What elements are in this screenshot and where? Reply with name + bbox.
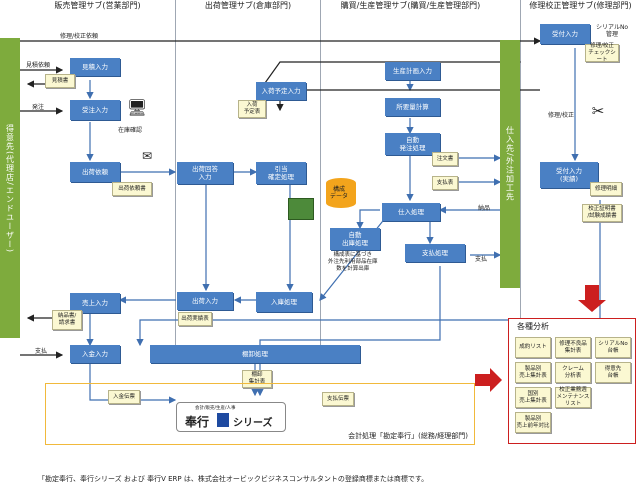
circuit-board-icon (288, 198, 314, 220)
box-purchase-process[interactable]: 仕入処理 (382, 203, 440, 221)
doc-calib-cert: 校正証明書 /試験成績書 (582, 204, 622, 222)
customer-bar-label: 得意先(代理店/エンドユーザー) (5, 123, 15, 253)
accounting-label: 会計処理「勘定奉行」(総務/経理部門) (348, 432, 468, 440)
doc-order-sheet: 注文書 (432, 152, 458, 166)
doc-pay-slip: 支払伝票 (322, 392, 354, 406)
doc-payment-sheet: 支払表 (432, 176, 458, 190)
bugyo-logo-series: シリーズ (233, 418, 273, 429)
box-shipping-request[interactable]: 出荷依頼 (70, 162, 120, 182)
box-ledger-process[interactable]: 棚卸処理 (150, 345, 360, 363)
bugyo-logo-text: 奉行 (185, 415, 210, 429)
bugyo-logo-badge (217, 413, 229, 427)
doc-shipping-request: 出荷依頼書 (112, 182, 152, 196)
box-receipt-process[interactable]: 入庫処理 (256, 292, 312, 312)
lane-sales-title: 販売管理サブ(営業部門) (54, 1, 141, 10)
analysis-doc: 国別 売上集計表 (515, 387, 551, 408)
box-auto-order[interactable]: 自動 発注処理 (385, 133, 440, 155)
composite-data-label: 構成 データ (330, 186, 349, 200)
label-payment-in: 支払 (475, 256, 488, 263)
analysis-panel: 各種分析 成約リスト修理不良品 集計表シリアルNo 台帳製品別 売上集計表クレー… (508, 318, 636, 444)
label-repair-request: 修理/校正依頼 (60, 33, 99, 40)
doc-payment-slip: 入金伝票 (108, 390, 140, 404)
doc-shipping-result: 出荷実績表 (178, 312, 212, 326)
lane-repair-title: 修理校正管理サブ(修理部門) (529, 1, 632, 10)
doc-repair-record: 修理明細 (590, 182, 622, 196)
lane-sales: 販売管理サブ(営業部門) (20, 0, 175, 345)
box-production-plan[interactable]: 生産計画入力 (385, 62, 440, 80)
box-repair-accept[interactable]: 受付入力 (540, 24, 590, 44)
box-payment-input[interactable]: 入金入力 (70, 345, 120, 363)
label-delivery: 納品 (478, 205, 491, 212)
analysis-doc: 校正業務週 メンテナンス リスト (555, 387, 591, 408)
doc-serial-check: 修理/校正 チェックシート (585, 43, 619, 63)
box-shipping-input[interactable]: 出荷入力 (177, 292, 233, 310)
analysis-doc: 修理不良品 集計表 (555, 337, 591, 358)
supplier-bar-label: 仕入先/外注加工先 (505, 126, 515, 202)
doc-delivery-invoice: 納品書/ 請求書 (52, 310, 82, 330)
analysis-doc: 製品別 売上集計表 (515, 362, 551, 383)
operator-icon: 🖥 (126, 98, 148, 117)
mail-icon: ✉ (142, 149, 153, 163)
box-shipping-reply[interactable]: 出荷回答 入力 (177, 162, 233, 184)
lane-shipping-title: 出荷管理サブ(倉庫部門) (204, 1, 292, 10)
analysis-doc: クレーム 分析表 (555, 362, 591, 383)
box-sales-input[interactable]: 売上入力 (70, 293, 120, 313)
box-mrp[interactable]: 所要量計算 (385, 98, 440, 116)
box-repair-accept-result[interactable]: 受付入力 (実績) (540, 162, 598, 188)
box-arrival-plan[interactable]: 入荷予定入力 (256, 82, 306, 100)
customer-bar: 得意先(代理店/エンドユーザー) (0, 38, 20, 338)
label-estimate-request: 見積依頼 (26, 62, 51, 69)
supplier-bar: 仕入先/外注加工先 (500, 40, 520, 288)
label-order-receive: 発注 (32, 104, 45, 111)
bugyo-logo: 会計/販売/生産/人事 奉行 シリーズ (176, 402, 286, 432)
analysis-doc: 得意先 台帳 (595, 362, 631, 383)
lane-purchasing-title: 購買/生産管理サブ(購買/生産管理部門) (340, 1, 481, 10)
label-repair-calib: 修理/校正 (548, 112, 575, 119)
lane-repair: 修理校正管理サブ(修理部門) (520, 0, 640, 345)
bugyo-logo-small: 会計/販売/生産/人事 (195, 406, 236, 411)
label-payment-out: 支払 (35, 348, 48, 355)
composite-data-cylinder: 構成 データ (326, 178, 356, 208)
analysis-doc: 製品別 売上前年対比 (515, 412, 551, 433)
box-estimate-input[interactable]: 見積入力 (70, 58, 120, 76)
doc-estimate: 見積書 (45, 74, 75, 88)
box-order-input[interactable]: 受注入力 (70, 100, 120, 120)
box-payment-process[interactable]: 支払処理 (405, 244, 465, 262)
label-stock-check: 在庫確認 (118, 127, 143, 134)
accounting-region: 会計処理「勘定奉行」(総務/経理部門) (45, 383, 475, 445)
box-auto-shipping[interactable]: 自動 出庫処理 (330, 228, 380, 250)
footer-note: 「勘定奉行、奉行シリーズ および 奉行V ERP は、株式会社オービックビジネス… (38, 475, 429, 483)
label-composite-note: 構成表に基づき 外注先利用部品在庫 数を計算出庫 (328, 252, 378, 272)
lane-purchasing: 購買/生産管理サブ(購買/生産管理部門) (320, 0, 500, 345)
tools-icon: ✂ (591, 102, 605, 120)
label-serial-management: シリアルNo 管理 (596, 24, 629, 38)
doc-arrival-plan-table: 入荷 予定表 (238, 100, 266, 118)
analysis-title: 各種分析 (517, 322, 549, 331)
analysis-doc: シリアルNo 台帳 (595, 337, 631, 358)
box-allocation[interactable]: 引当 確定処理 (256, 162, 306, 184)
analysis-doc: 成約リスト (515, 337, 551, 358)
